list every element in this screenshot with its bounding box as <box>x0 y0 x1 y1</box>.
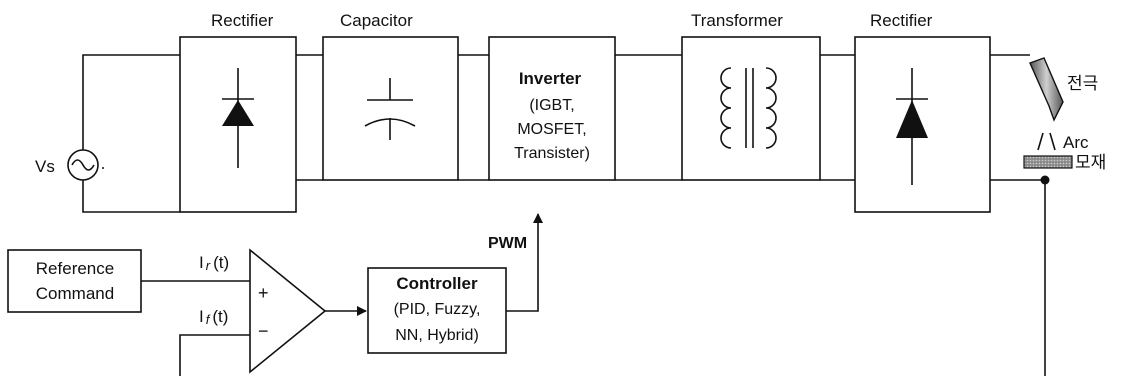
minus-sign: − <box>258 321 269 341</box>
diode-icon <box>896 68 928 185</box>
rectifier-1-block: Rectifier <box>179 11 297 213</box>
transformer-block: Transformer <box>681 11 821 181</box>
electrode-icon <box>1029 57 1064 122</box>
rectifier-1-title: Rectifier <box>211 11 274 30</box>
transformer-title: Transformer <box>691 11 783 30</box>
controller-title: Controller <box>396 274 478 293</box>
junction-dot <box>1040 175 1050 185</box>
controller-line-1: (PID, Fuzzy, <box>394 301 481 318</box>
rectifier-2-block: Rectifier <box>854 11 991 213</box>
transformer-coils-icon <box>720 67 777 149</box>
capacitor-title: Capacitor <box>340 11 413 30</box>
controller-line-2: NN, Hybrid) <box>395 327 479 344</box>
arc-label: Arc <box>1063 133 1089 152</box>
inverter-title: Inverter <box>519 69 582 88</box>
pwm-arrow <box>506 213 543 312</box>
electrode-label: 전극 <box>1067 74 1098 94</box>
inverter-line-3: Transister) <box>514 145 590 162</box>
comparator-block: + − <box>249 248 327 374</box>
inverter-line-1: (IGBT, <box>529 97 574 114</box>
workpiece-plate-icon <box>1023 155 1073 169</box>
feedback-wire <box>179 334 250 376</box>
reference-line-2: Command <box>36 284 114 303</box>
arc-icon <box>1037 132 1056 151</box>
ac-source: Vs <box>35 149 104 181</box>
capacitor-block: Capacitor <box>322 11 459 181</box>
rectifier-2-title: Rectifier <box>870 11 933 30</box>
diode-icon <box>222 68 254 168</box>
workpiece-label: 모재 <box>1075 153 1106 173</box>
power-wires <box>82 54 1046 376</box>
source-label: Vs <box>35 157 55 176</box>
reference-line-1: Reference <box>36 259 114 278</box>
plus-sign: + <box>258 283 269 303</box>
reference-command-block: Reference Command <box>7 249 142 313</box>
inverter-block: Inverter (IGBT, MOSFET, Transister) <box>488 36 616 181</box>
pwm-label: PWM <box>488 235 527 252</box>
controller-block: Controller (PID, Fuzzy, NN, Hybrid) <box>367 267 507 354</box>
capacitor-icon <box>364 78 416 140</box>
inverter-line-2: MOSFET, <box>517 121 586 138</box>
